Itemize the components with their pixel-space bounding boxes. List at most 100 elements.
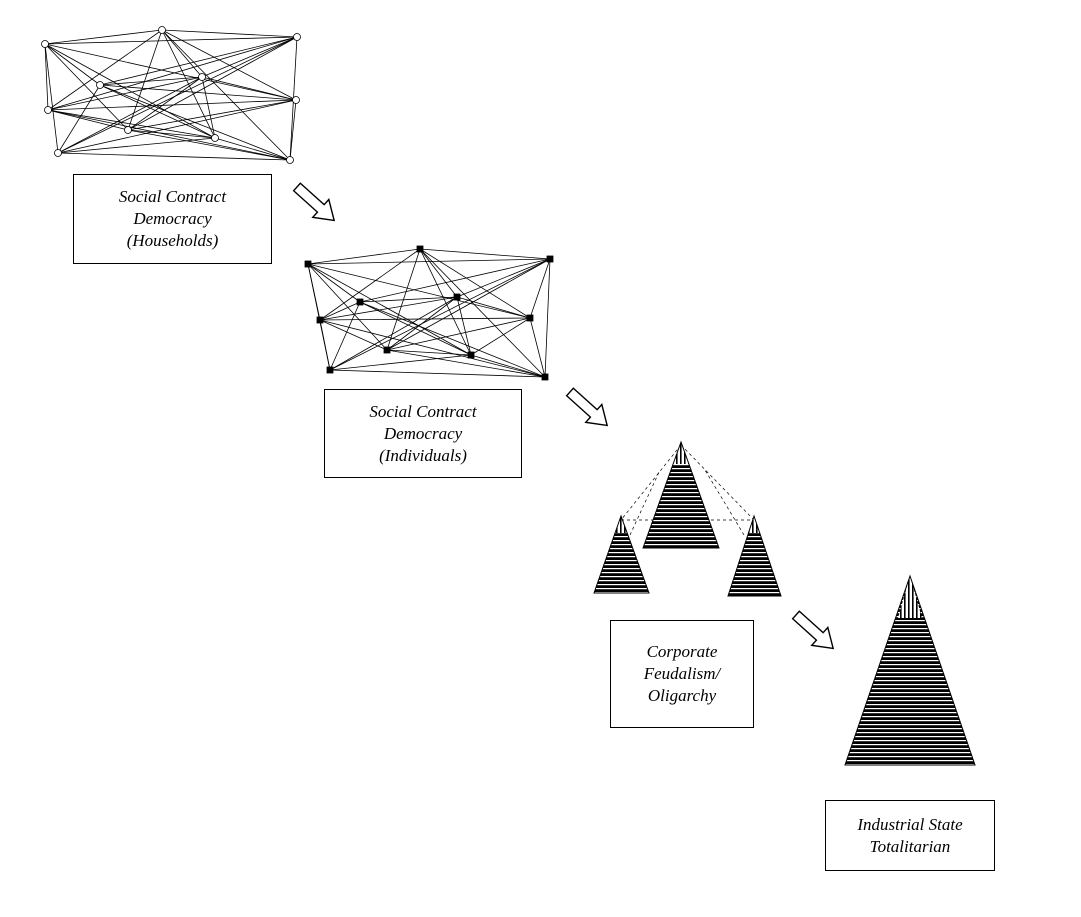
network-edge (47, 36, 298, 111)
network-node (416, 245, 424, 253)
network-edge (161, 29, 203, 78)
network-edge (127, 99, 297, 131)
network-edge (307, 258, 551, 265)
network-node (211, 134, 219, 142)
label-totalitarian: Industrial State Totalitarian (825, 800, 995, 871)
totalitarian-pyramid-icon (844, 574, 976, 766)
totalitarian-line-2: Totalitarian (869, 836, 951, 856)
network-edge (127, 29, 163, 131)
network-node (546, 255, 554, 263)
network-node (356, 298, 364, 306)
network-edge (201, 76, 216, 139)
network-edge (57, 84, 101, 154)
network-edge (419, 248, 551, 260)
arrow-2-icon (565, 387, 609, 427)
network-node (292, 96, 300, 104)
network-edge (386, 349, 472, 356)
network-edge (329, 301, 361, 371)
network-edge (329, 354, 472, 371)
network-edge (99, 76, 203, 86)
network-edge (44, 43, 101, 86)
network-edge (201, 36, 298, 78)
individuals-line-1: Social Contract (369, 401, 477, 421)
network-node (44, 106, 52, 114)
network-edge (319, 317, 531, 321)
network-edge (359, 296, 458, 303)
network-edge (57, 137, 216, 154)
network-edge (359, 301, 546, 378)
network-node (326, 366, 334, 374)
oligarchy-line-3: Oligarchy (647, 686, 717, 705)
network-edge (161, 29, 298, 38)
network-edge (214, 137, 291, 161)
network-edge (47, 109, 291, 161)
network-node (383, 346, 391, 354)
network-edge (44, 43, 59, 154)
network-edge (386, 258, 551, 351)
network-edge (419, 248, 472, 356)
arrow-1-icon (292, 182, 336, 222)
network-edge (319, 296, 458, 321)
individuals-network-graph (304, 245, 554, 381)
network-node (453, 293, 461, 301)
network-edge (44, 43, 216, 139)
network-node (286, 156, 294, 164)
network-edge (47, 29, 163, 111)
arrow-3-icon (791, 610, 835, 650)
network-edge (99, 84, 216, 139)
network-edge (307, 248, 421, 265)
network-edge (127, 76, 203, 131)
network-node (41, 40, 49, 48)
network-edge (127, 36, 298, 131)
network-edge (470, 354, 546, 378)
network-node (293, 33, 301, 41)
label-oligarchy: Corporate Feudalism/ Oligarchy (610, 620, 754, 728)
network-edge (307, 263, 321, 321)
network-edge (201, 76, 297, 101)
totalitarian-line-1: Industrial State (857, 814, 963, 834)
right-pyramid-icon (727, 514, 782, 597)
network-edge (47, 109, 216, 139)
oligarchy-line-2: Feudalism/ (643, 664, 721, 683)
network-node (541, 373, 549, 381)
network-edge (386, 317, 531, 351)
network-edge (127, 129, 216, 139)
network-edge (319, 248, 421, 321)
network-edge (329, 369, 546, 378)
households-line-2: Democracy (133, 209, 212, 228)
network-node (198, 73, 206, 81)
network-edge (386, 296, 458, 351)
network-edge (529, 317, 546, 378)
network-node (96, 81, 104, 89)
large-pyramid-icon (642, 440, 720, 549)
network-node (54, 149, 62, 157)
households-network-graph (41, 26, 301, 164)
network-node (304, 260, 312, 268)
network-edge (319, 319, 546, 378)
network-node (158, 26, 166, 34)
network-edge (419, 248, 458, 298)
label-individuals: Social Contract Democracy (Individuals) (324, 389, 522, 478)
network-edge (307, 263, 361, 303)
network-edge (47, 109, 129, 131)
network-edge (47, 99, 297, 111)
network-edge (44, 43, 129, 131)
network-edge (529, 258, 551, 319)
network-edge (44, 43, 49, 111)
network-edge (57, 76, 203, 154)
network-edge (289, 99, 297, 161)
network-edge (470, 317, 531, 356)
individuals-line-2: Democracy (383, 423, 463, 443)
network-edge (544, 258, 551, 378)
network-edge (99, 84, 297, 101)
network-edge (307, 263, 388, 351)
network-edge (57, 99, 297, 154)
network-edge (47, 76, 203, 111)
network-edge (456, 296, 531, 319)
network-node (124, 126, 132, 134)
network-edge (329, 258, 551, 371)
individuals-line-3: (Individuals) (379, 445, 467, 465)
network-edge (99, 36, 298, 86)
left-pyramid-icon (593, 514, 650, 594)
